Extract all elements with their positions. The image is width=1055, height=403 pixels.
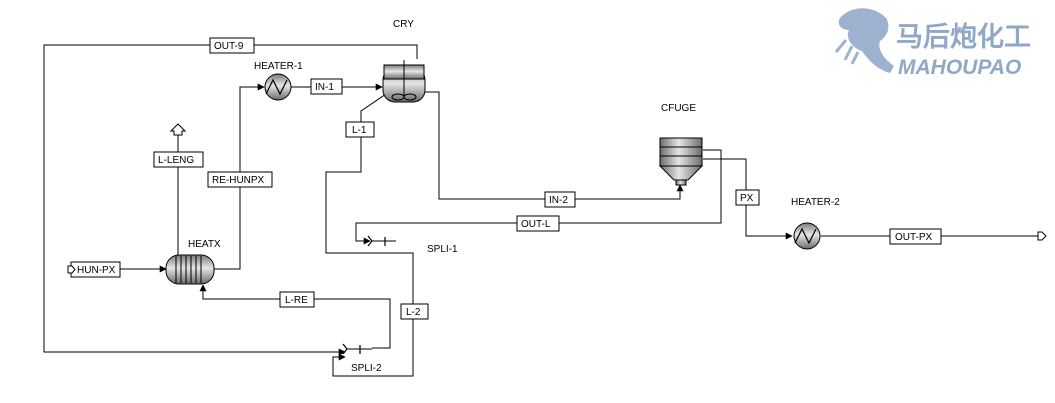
stream-leng-text: L-LENG bbox=[158, 155, 194, 166]
block-heater1-label: HEATER-1 bbox=[254, 61, 303, 72]
block-heater2-label: HEATER-2 bbox=[791, 197, 840, 208]
stream-leng-label[interactable]: L-LENG bbox=[153, 151, 204, 168]
block-heatx-label: HEATX bbox=[188, 239, 221, 250]
stream-hunpx-label[interactable]: HUN-PX bbox=[67, 261, 121, 278]
block-cry-label: CRY bbox=[393, 19, 414, 30]
stream-l1-text: L-1 bbox=[352, 125, 367, 136]
block-cry[interactable]: CRY bbox=[382, 19, 426, 103]
block-spli1[interactable]: SPLI-1 bbox=[367, 235, 458, 255]
horse-mane-icon bbox=[834, 39, 860, 65]
stream-outpx-label[interactable]: OUT-PX bbox=[889, 228, 942, 245]
block-cfuge[interactable]: CFUGE bbox=[658, 103, 704, 186]
watermark-cn: 马后炮化工 bbox=[896, 21, 1031, 53]
stream-out9-label[interactable]: OUT-9 bbox=[209, 37, 255, 54]
watermark-en: MAHOUPAO bbox=[898, 56, 1021, 79]
stream-in1-text: IN-1 bbox=[315, 82, 334, 93]
block-spli2[interactable]: SPLI-2 bbox=[342, 343, 382, 374]
stream-px-label[interactable]: PX bbox=[735, 189, 760, 206]
stream-lre-label[interactable]: L-RE bbox=[279, 291, 315, 308]
block-heater2[interactable]: HEATER-2 bbox=[791, 197, 840, 250]
stream-in2-label[interactable]: IN-2 bbox=[544, 191, 576, 208]
block-heater1[interactable]: HEATER-1 bbox=[254, 61, 303, 101]
block-spli2-label: SPLI-2 bbox=[351, 363, 382, 374]
block-heatx[interactable]: HEATX bbox=[165, 239, 221, 285]
horse-logo-icon bbox=[838, 8, 894, 74]
stream-in2-text: IN-2 bbox=[549, 195, 568, 206]
stream-px-text: PX bbox=[740, 193, 754, 204]
watermark-logo: 马后炮化工 MAHOUPAO bbox=[834, 8, 1031, 79]
stream-outpx-text: OUT-PX bbox=[895, 232, 933, 243]
product-out-arrow-icon bbox=[1037, 231, 1047, 241]
stream-l1-line[interactable] bbox=[325, 93, 396, 254]
stream-lre-text: L-RE bbox=[285, 295, 308, 306]
stream-out9-text: OUT-9 bbox=[214, 41, 244, 52]
stream-l2-label[interactable]: L-2 bbox=[400, 303, 429, 320]
stream-in2-line[interactable] bbox=[425, 91, 684, 200]
stream-l1-label[interactable]: L-1 bbox=[345, 121, 375, 138]
stream-rehunpx-label[interactable]: RE-HUNPX bbox=[207, 171, 273, 188]
block-spli1-label: SPLI-1 bbox=[427, 244, 458, 255]
stream-l2-line[interactable] bbox=[332, 252, 414, 377]
product-arrow-icon bbox=[169, 123, 187, 136]
stream-hunpx-text: HUN-PX bbox=[77, 265, 116, 276]
stream-outl-text: OUT-L bbox=[521, 219, 551, 230]
stream-in1-label[interactable]: IN-1 bbox=[310, 78, 343, 95]
block-cfuge-label: CFUGE bbox=[661, 103, 696, 114]
stream-l2-text: L-2 bbox=[406, 307, 421, 318]
stream-lre-line[interactable] bbox=[199, 284, 391, 349]
stream-out9-line[interactable] bbox=[43, 44, 418, 356]
stream-rehunpx-text: RE-HUNPX bbox=[212, 175, 265, 186]
stream-outl-label[interactable]: OUT-L bbox=[516, 215, 560, 232]
